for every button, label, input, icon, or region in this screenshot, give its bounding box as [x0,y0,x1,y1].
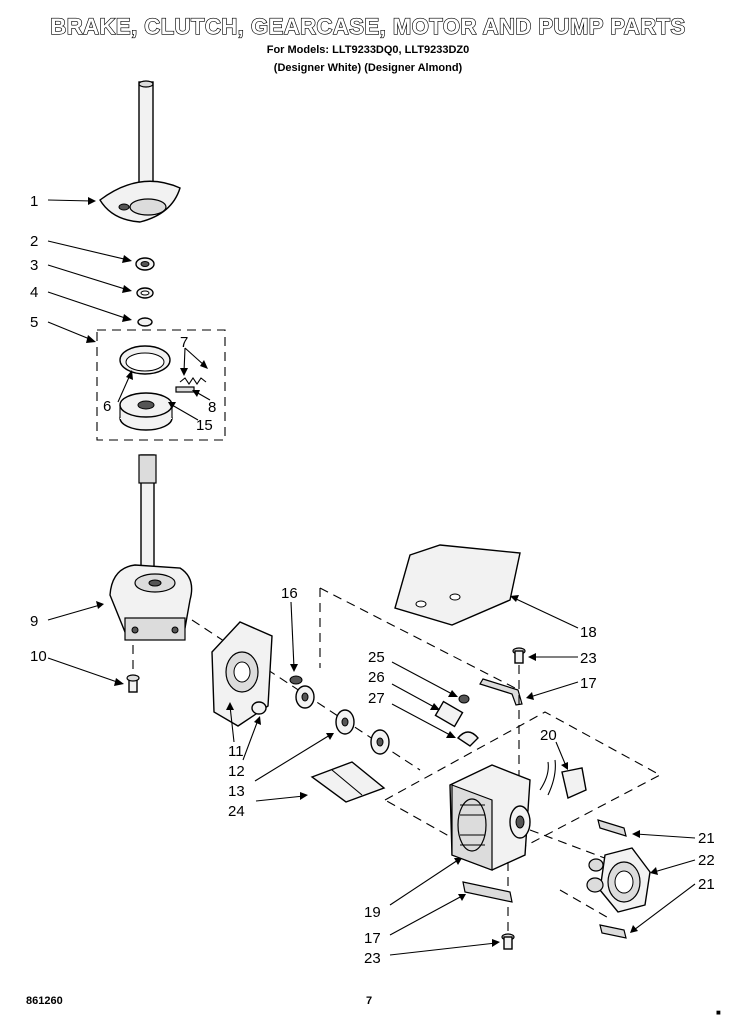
callout-22: 22 [698,852,715,869]
callout-4: 4 [30,284,38,301]
callout-3: 3 [30,257,38,274]
callout-19: 19 [364,904,381,921]
part-15-clutch-hub [119,392,173,431]
callout-26: 26 [368,669,385,686]
leader-lines [47,197,696,956]
callout-24: 24 [228,803,245,820]
part-24-pad [310,761,386,803]
callout-11: 11 [228,743,244,760]
part-17-strap-upper [479,678,523,706]
models-line: For Models: LLT9233DQ0, LLT9233DZ0 [266,44,470,56]
callout-16: 16 [281,585,298,602]
part-21-clip-lower [599,924,627,939]
corner-mark: ■ [716,1008,721,1017]
doc-number: 861260 [26,995,63,1007]
part-7-spring [179,377,207,385]
part-16-bolt [289,675,303,685]
callout-1: 1 [30,193,38,210]
callout-25: 25 [368,649,385,666]
part-18-motor-shield [394,544,521,626]
callout-9: 9 [30,613,38,630]
part-6-clutch-band [119,345,171,375]
callout-13: 13 [228,783,245,800]
part-27-clamp [456,731,479,747]
part-20-switch [539,759,587,799]
callout-6: 6 [103,398,111,415]
callout-18: 18 [580,624,597,641]
part-8-pin [175,386,195,393]
part-9-gearcase [109,454,193,641]
callout-10: 10 [30,648,47,665]
part-1-brake-cam [99,80,181,223]
callout-7: 7 [180,334,188,351]
callout-21-lower: 21 [698,876,715,893]
callout-20: 20 [540,727,557,744]
part-3-retaining-ring [136,287,154,299]
callout-12: 12 [228,763,245,780]
part-13-coupling-disc [335,709,390,755]
part-23-screw-lower [501,933,515,950]
part-2-washer [135,257,155,271]
callout-23-upper: 23 [580,650,597,667]
part-23-screw-upper [512,647,526,664]
clutch-assembly-box [96,329,226,441]
part-22-pump [586,847,651,913]
callout-labels: 1 2 3 4 5 6 7 8 15 9 10 16 11 12 13 24 1… [30,193,715,967]
colors-line: (Designer White) (Designer Almond) [273,62,463,74]
part-25-bolt [458,694,470,704]
callout-23-lower: 23 [364,950,381,967]
page-title: BRAKE, CLUTCH, GEARCASE, MOTOR AND PUMP … [50,13,686,39]
part-16-mount-plate [211,621,273,727]
callout-5: 5 [30,314,38,331]
part-4-ring [137,317,153,327]
callout-15: 15 [196,417,213,434]
callout-21-upper: 21 [698,830,715,847]
callout-17-upper: 17 [580,675,597,692]
callout-17-lower: 17 [364,930,381,947]
part-17-strap-lower [462,881,513,903]
callout-8: 8 [208,399,216,416]
part-12-coupling [295,685,315,709]
callout-2: 2 [30,233,38,250]
part-26-capacitor [434,700,464,728]
part-10-bolt [126,674,140,693]
part-11-bushing [251,701,267,715]
page-number: 7 [366,995,373,1007]
part-19-motor [449,764,531,871]
callout-27: 27 [368,690,385,707]
part-21-clip-upper [597,819,627,837]
